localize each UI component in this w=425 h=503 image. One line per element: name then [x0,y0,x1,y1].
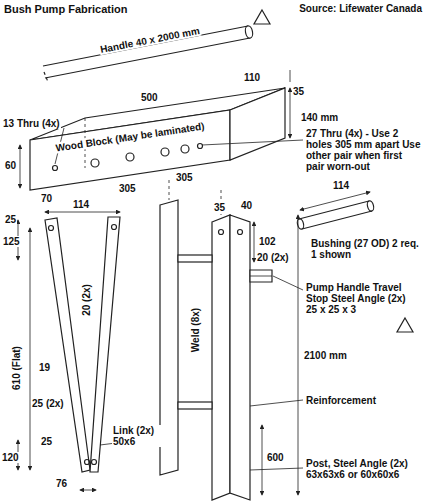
dimension: 20 (2x) [256,252,290,263]
hole-note: 13 Thru (4x) [2,118,61,129]
hole-note: 27 Thru (4x) - Use 2 holes 305 mm apart … [305,128,422,172]
dimension: 25 (2x) [31,398,65,409]
dimension: 40 [240,200,253,211]
dimension: 110 [243,72,261,83]
dimension: 20 (2x) [81,283,92,317]
dimension: 19 [38,362,51,373]
part-label: Pump Handle Travel Stop Steel Angle (2x)… [305,282,419,315]
dimension: 60 [4,160,17,171]
dimension: 305 [175,172,194,183]
dimension: 500 [140,92,159,103]
dimension: 114 [332,180,350,191]
dimension: 140 mm [300,112,339,123]
dimension: 305 [118,183,137,194]
dimension: 120 [1,452,20,463]
dimension: 2100 mm [303,350,348,361]
dimension: 610 (Flat) [11,345,22,391]
dimension: 114 [72,199,90,210]
part-label: Reinforcement [305,395,377,406]
part-label: Bushing (27 OD) 2 req. 1 shown [310,238,420,260]
source-note: Source: Lifewater Canada [298,3,423,14]
title: Bush Pump Fabrication [4,3,127,15]
dimension: 25 [40,436,53,447]
weld-note: Weld (8x) [190,307,201,353]
part-label: Link (2x) 50x6 [112,425,162,447]
dimension: 25 [4,214,17,225]
dimension: 102 [258,236,277,247]
dimension: 76 [55,478,68,489]
part-label: Post, Steel Angle (2x) 63x63x6 or 60x60x… [305,458,423,480]
dimension: 70 [40,193,53,204]
dimension: 35 [213,202,226,213]
dimension: 125 [2,236,21,247]
dimension: 35 [292,86,305,97]
dimension: 600 [266,452,285,463]
